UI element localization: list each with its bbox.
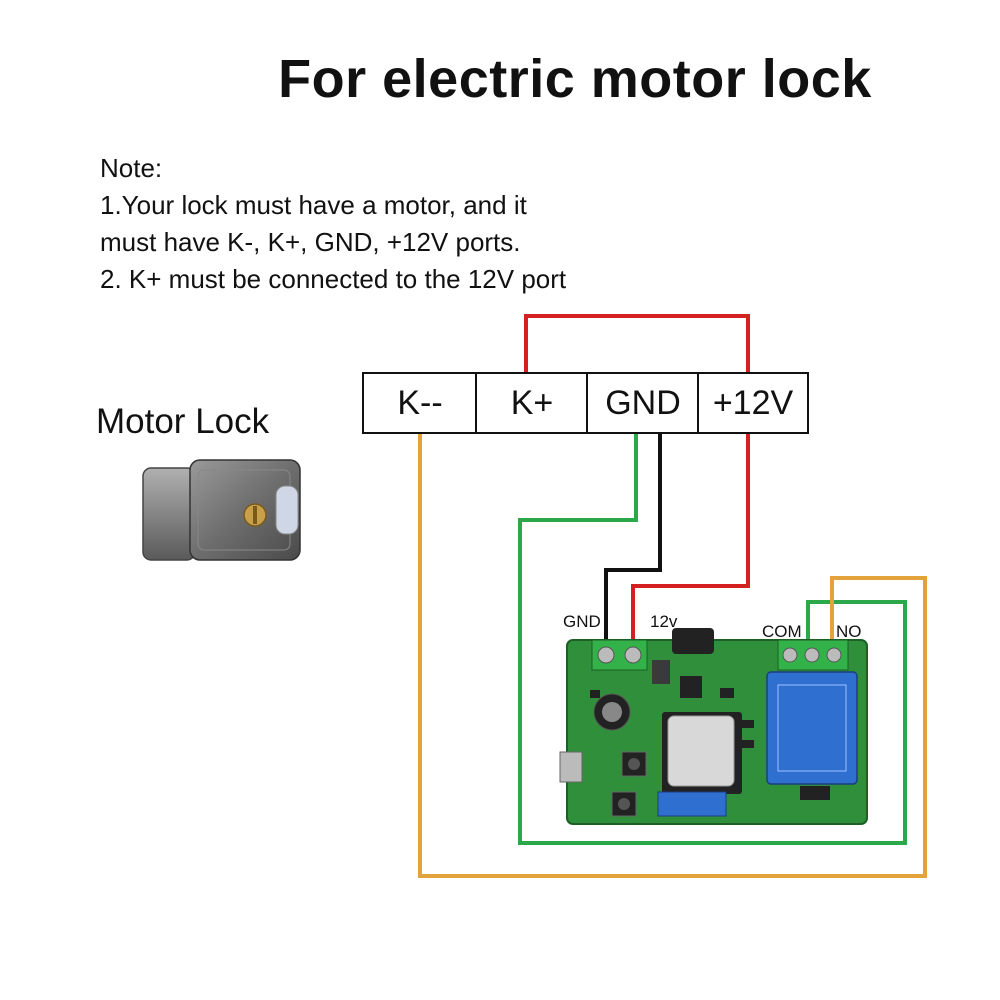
relay-board [559,628,868,825]
wire-red-kplus-12v [524,314,750,372]
terminal-k-minus: K-- [362,372,476,434]
note-heading: Note: [100,153,163,183]
motor-lock-label: Motor Lock [96,402,270,441]
board-label-gnd: GND [563,612,601,631]
wire-orange-k-com [418,434,927,878]
note-line-1: 1.Your lock must have a motor, and it [100,190,527,220]
terminal-plus-12v: +12V [697,372,809,434]
terminal-gnd: GND [586,372,698,434]
note-line-3: 2. K+ must be connected to the 12V port [100,264,567,294]
page-title: For electric motor lock [278,49,872,109]
notes-block: Note: 1.Your lock must have a motor, and… [100,150,566,298]
board-label-com: COM [762,622,802,641]
terminal-k-plus: K+ [475,372,587,434]
board-label-no: NO [836,622,862,641]
board-label-12v: 12v [650,612,678,631]
wire-green-gnd-no [518,434,907,845]
wire-red-12v-board [631,434,750,650]
wire-black-gnd [604,434,662,650]
motor-lock-image [142,459,301,561]
note-line-2: must have K-, K+, GND, +12V ports. [100,227,521,257]
